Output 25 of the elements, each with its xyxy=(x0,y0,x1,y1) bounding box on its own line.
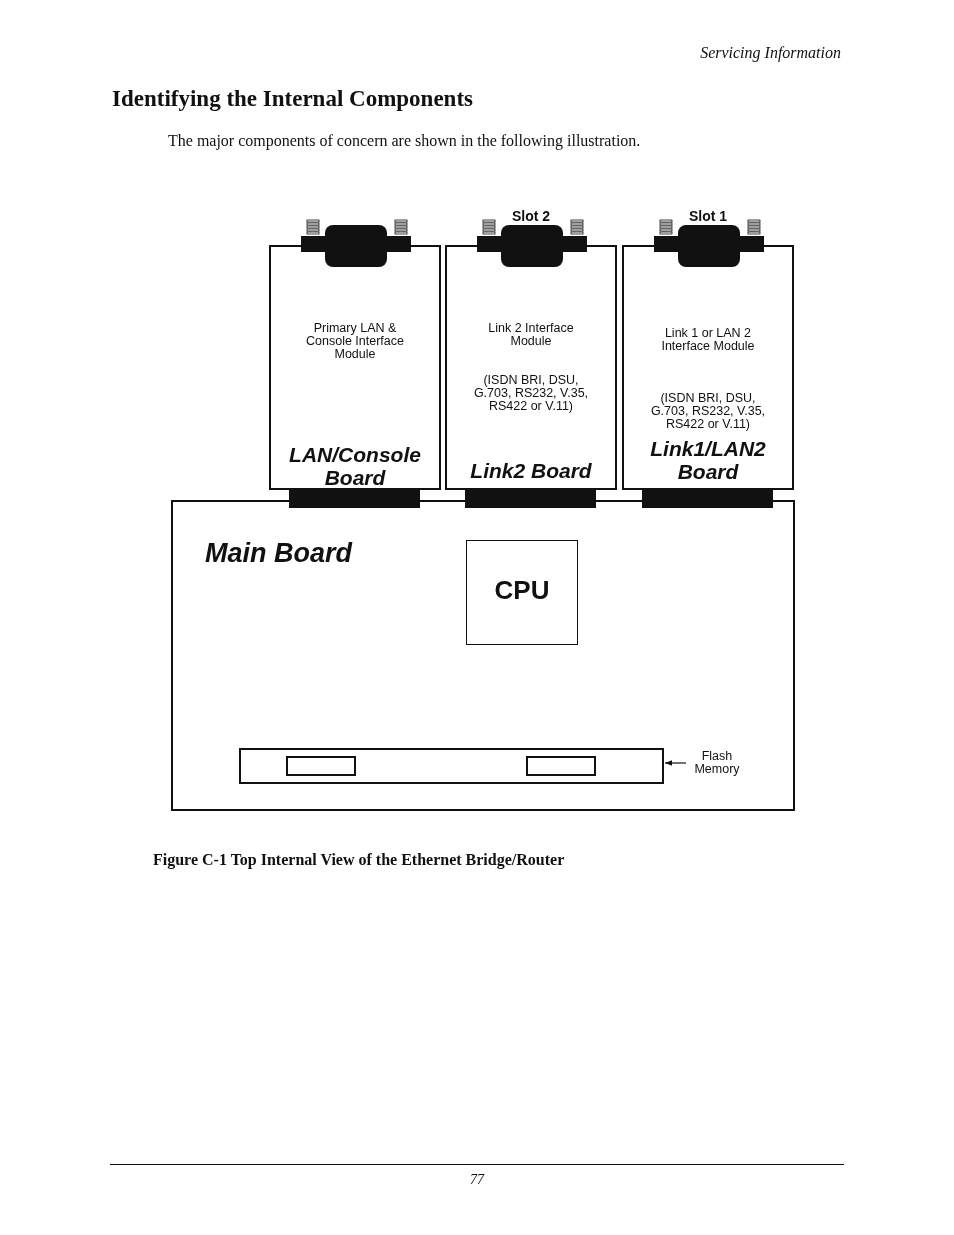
board-title: Main Board xyxy=(205,538,352,569)
board-title: Link2 Board xyxy=(469,459,593,482)
page-heading: Identifying the Internal Components xyxy=(112,86,473,112)
board-title: LAN/Console Board xyxy=(288,443,422,489)
module-description: Primary LAN & Console Interface Module xyxy=(305,322,405,361)
cpu-chip xyxy=(466,540,578,645)
intro-paragraph: The major components of concern are shown in the following illustration. xyxy=(168,132,641,150)
edge-connector xyxy=(289,490,420,508)
chip-label: CPU xyxy=(493,575,551,606)
edge-connector xyxy=(642,490,773,508)
running-header: Servicing Information xyxy=(700,44,841,62)
main-board xyxy=(171,500,795,811)
figure-caption: Figure C-1 Top Internal View of the Ethernet Bridge/Router xyxy=(153,851,565,869)
flash-memory-strip xyxy=(239,748,664,784)
module-description: (ISDN BRI, DSU, G.703, RS232, V.35, RS422 or V.11) xyxy=(472,374,590,413)
module-description: Link 1 or LAN 2 Interface Module xyxy=(660,327,756,353)
module-description: Link 2 Interface Module xyxy=(487,322,575,348)
module-description: (ISDN BRI, DSU, G.703, RS232, V.35, RS422 or V.11) xyxy=(649,392,767,431)
slot-label: Slot 1 xyxy=(687,208,729,224)
callout-text: Flash Memory xyxy=(687,750,747,776)
edge-connector xyxy=(465,490,596,508)
page-number: 77 xyxy=(469,1172,486,1188)
slot-label: Slot 2 xyxy=(510,208,552,224)
arrow xyxy=(664,760,687,766)
board-title: Link1/LAN2 Board xyxy=(649,437,767,483)
